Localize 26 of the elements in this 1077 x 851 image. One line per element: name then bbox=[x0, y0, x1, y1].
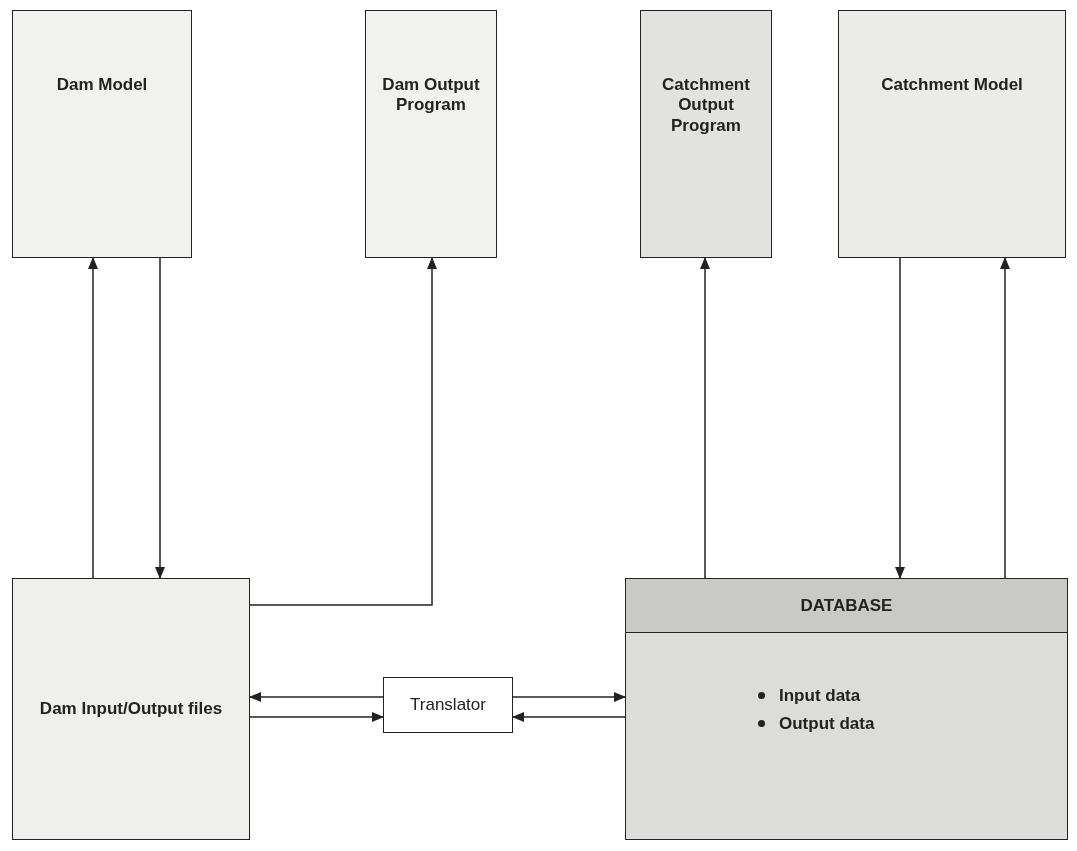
program-box bbox=[640, 10, 772, 258]
box-label: Catchment Model bbox=[881, 75, 1023, 96]
database-header: DATABASE bbox=[626, 579, 1067, 633]
arrow bbox=[249, 712, 384, 722]
box-label: Dam Input/Output files bbox=[39, 698, 223, 720]
program-box bbox=[838, 10, 1066, 258]
database-box bbox=[625, 578, 1068, 840]
arrow bbox=[512, 712, 626, 722]
arrow bbox=[1000, 257, 1010, 579]
arrow bbox=[249, 257, 437, 606]
arrow bbox=[249, 692, 384, 702]
box-label: Dam Output Program bbox=[381, 75, 481, 116]
translator-box bbox=[383, 677, 513, 733]
arrow bbox=[155, 257, 165, 579]
arrow bbox=[88, 257, 98, 579]
box-label: Dam Model bbox=[56, 75, 148, 96]
arrow bbox=[700, 257, 710, 579]
file-box bbox=[12, 578, 250, 840]
box-label: Catchment Output Program bbox=[661, 75, 751, 137]
bullet-item: Input data bbox=[758, 683, 1067, 709]
bullet-item: Output data bbox=[758, 710, 1067, 736]
program-box bbox=[12, 10, 192, 258]
program-box bbox=[365, 10, 497, 258]
box-label: Translator bbox=[410, 694, 486, 716]
arrow bbox=[895, 257, 905, 579]
arrow bbox=[512, 692, 626, 702]
